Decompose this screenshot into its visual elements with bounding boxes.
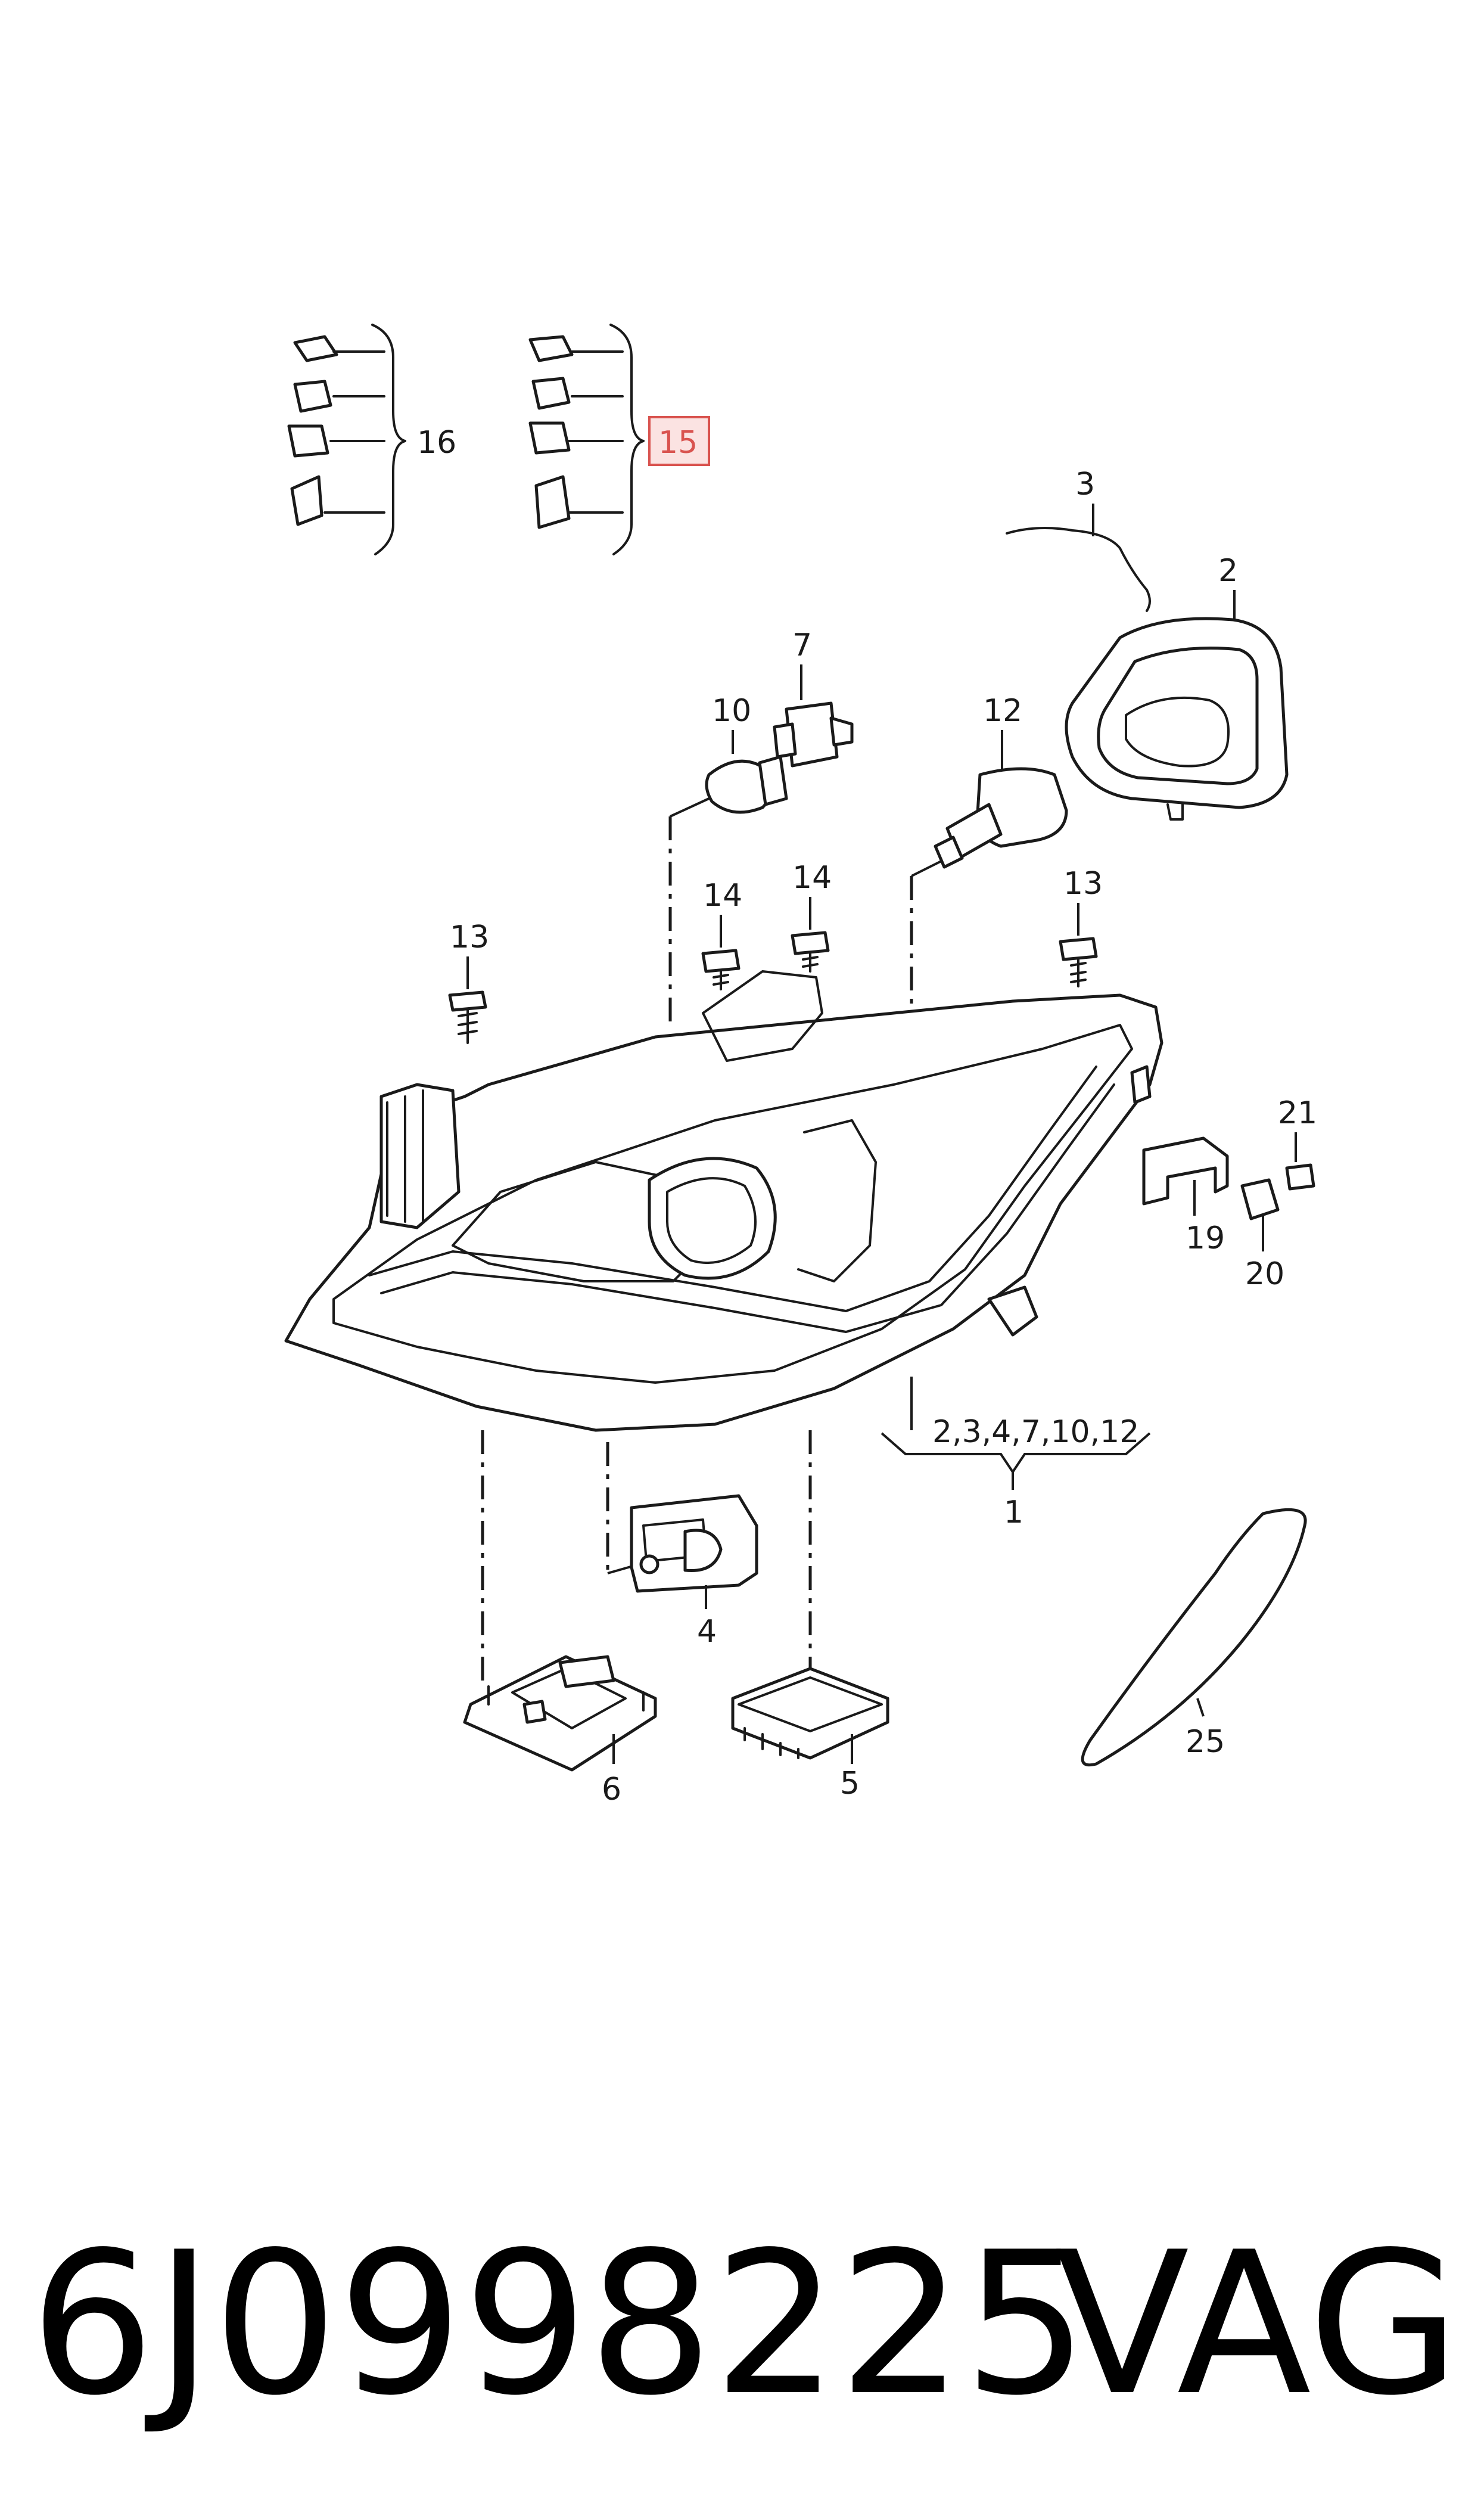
callout-5: 5 — [840, 1766, 860, 1801]
callout-12: 12 — [983, 693, 1022, 729]
callout-14-right: 14 — [792, 860, 832, 896]
bracket-set-16 — [287, 324, 406, 555]
bulb-part-10 — [705, 755, 788, 814]
callout-7: 7 — [792, 628, 812, 663]
callout-13-right: 13 — [1063, 866, 1103, 902]
bracket-set-15 — [528, 324, 645, 555]
callout-3: 3 — [1075, 467, 1095, 502]
footer: 6J0998225 VAG — [0, 2205, 1484, 2455]
ballast-module-part-5 — [731, 1667, 889, 1760]
part-number: 6J0998225 — [30, 2210, 1088, 2439]
callout-15-highlight-box — [648, 416, 710, 466]
callout-15: 15 — [658, 425, 698, 461]
screw-part-21 — [1285, 1163, 1315, 1191]
callout-13-left: 13 — [450, 920, 489, 955]
igniter-part-4 — [630, 1494, 758, 1593]
trim-strip-part-25 — [1081, 1508, 1307, 1766]
screw-part-13-left — [448, 990, 487, 1044]
callout-10: 10 — [712, 693, 751, 729]
callout-2: 2 — [1218, 553, 1238, 589]
bracket-part-19 — [1142, 1136, 1229, 1206]
screw-part-14-right — [791, 931, 830, 973]
bulb-socket-part-7 — [773, 701, 854, 768]
callout-25: 25 — [1186, 1724, 1225, 1760]
callout-4: 4 — [697, 1614, 717, 1650]
screw-part-14-left — [701, 949, 741, 990]
callout-1: 1 — [1004, 1495, 1023, 1530]
control-board-part-6 — [463, 1655, 657, 1772]
headlight-assembly — [284, 970, 1163, 1432]
callout-16: 16 — [417, 425, 456, 461]
wire-part-3 — [1006, 527, 1151, 612]
clip-part-20 — [1240, 1178, 1280, 1220]
callout-6: 6 — [602, 1772, 621, 1807]
callout-20: 20 — [1245, 1256, 1284, 1292]
xenon-bulb-part-12 — [934, 767, 1068, 869]
screw-part-13-right — [1059, 937, 1098, 987]
brand-name: VAG — [1054, 2210, 1460, 2439]
callout-14-left: 14 — [703, 878, 742, 914]
callout-group-1-items: 2,3,4,7,10,12 — [932, 1414, 1139, 1450]
callout-19: 19 — [1186, 1220, 1225, 1256]
callout-21: 21 — [1278, 1095, 1317, 1131]
housing-part-2 — [1065, 617, 1289, 821]
